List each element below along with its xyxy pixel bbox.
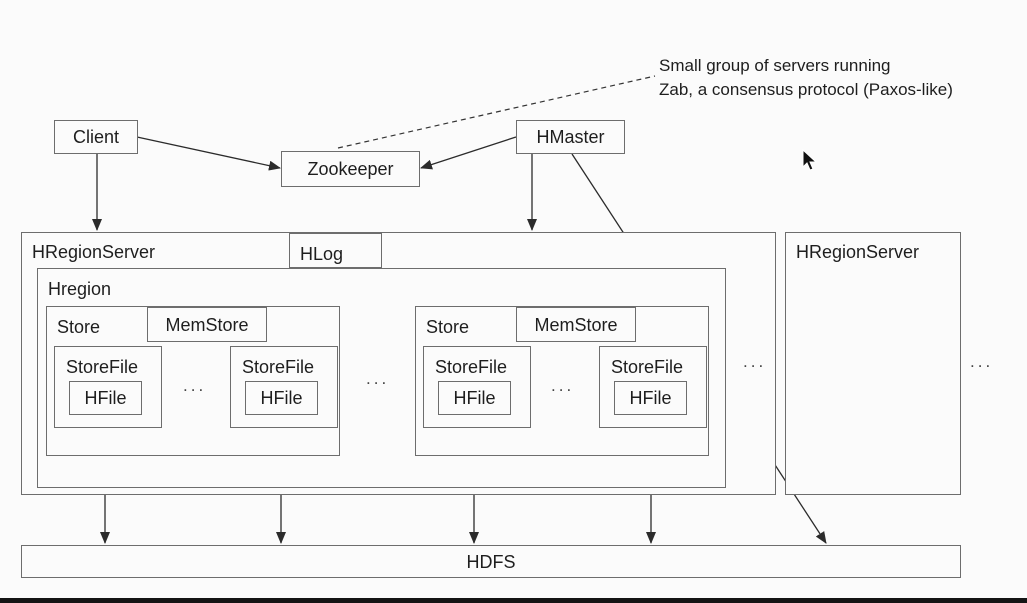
hfile-box-2: HFile [245,381,318,415]
memstore-label: MemStore [534,314,618,335]
zookeeper-note-line-1: Small group of servers running [659,56,891,75]
storefile-label: StoreFile [66,357,139,377]
zookeeper-note-line-2: Zab, a consensus protocol (Paxos-like) [659,80,953,99]
client-to-zookeeper-arrow [136,136,281,171]
zookeeper-box: Zookeeper [281,151,420,187]
storefile-label: StoreFile [435,357,508,377]
client-box: Client [54,120,138,154]
hregionserver-main-label: HRegionServer [32,242,156,262]
memstore-label: MemStore [165,314,249,335]
storefile-ellipsis-1: ... [183,376,207,395]
hfile-box-3: HFile [438,381,511,415]
mouse-cursor-icon [802,149,818,171]
hregion-label: Hregion [48,279,112,299]
hmaster-to-zookeeper-arrow [420,136,517,170]
hmaster-box: HMaster [516,120,625,154]
hdfs-label: HDFS [466,551,516,572]
hmaster-label: HMaster [536,127,605,147]
hlog-label: HLog [300,244,344,264]
client-label: Client [72,127,120,147]
memstore-box-1: MemStore [147,307,267,342]
note-dashed-connector [337,75,656,149]
other-server-ellipsis: ... [970,352,994,371]
hfile-label: HFile [453,388,496,408]
hfile-label: HFile [629,388,672,408]
storefile-label: StoreFile [611,357,684,377]
hfile-box-1: HFile [69,381,142,415]
bottom-edge-bar [0,598,1027,603]
hfile-box-4: HFile [614,381,687,415]
hregion-ellipsis: ... [743,352,767,371]
hregionserver-other-label: HRegionServer [796,242,920,262]
hlog-box: HLog [289,233,382,268]
store-ellipsis: ... [366,369,390,388]
hdfs-box: HDFS [21,545,961,578]
memstore-box-2: MemStore [516,307,636,342]
hfile-label: HFile [260,388,303,408]
hregionserver-other-box: HRegionServer [785,232,961,495]
storefile-ellipsis-2: ... [551,376,575,395]
store-label: Store [57,317,101,337]
storefile-label: StoreFile [242,357,315,377]
hfile-label: HFile [84,388,127,408]
zookeeper-label: Zookeeper [307,159,394,179]
store-label: Store [426,317,470,337]
